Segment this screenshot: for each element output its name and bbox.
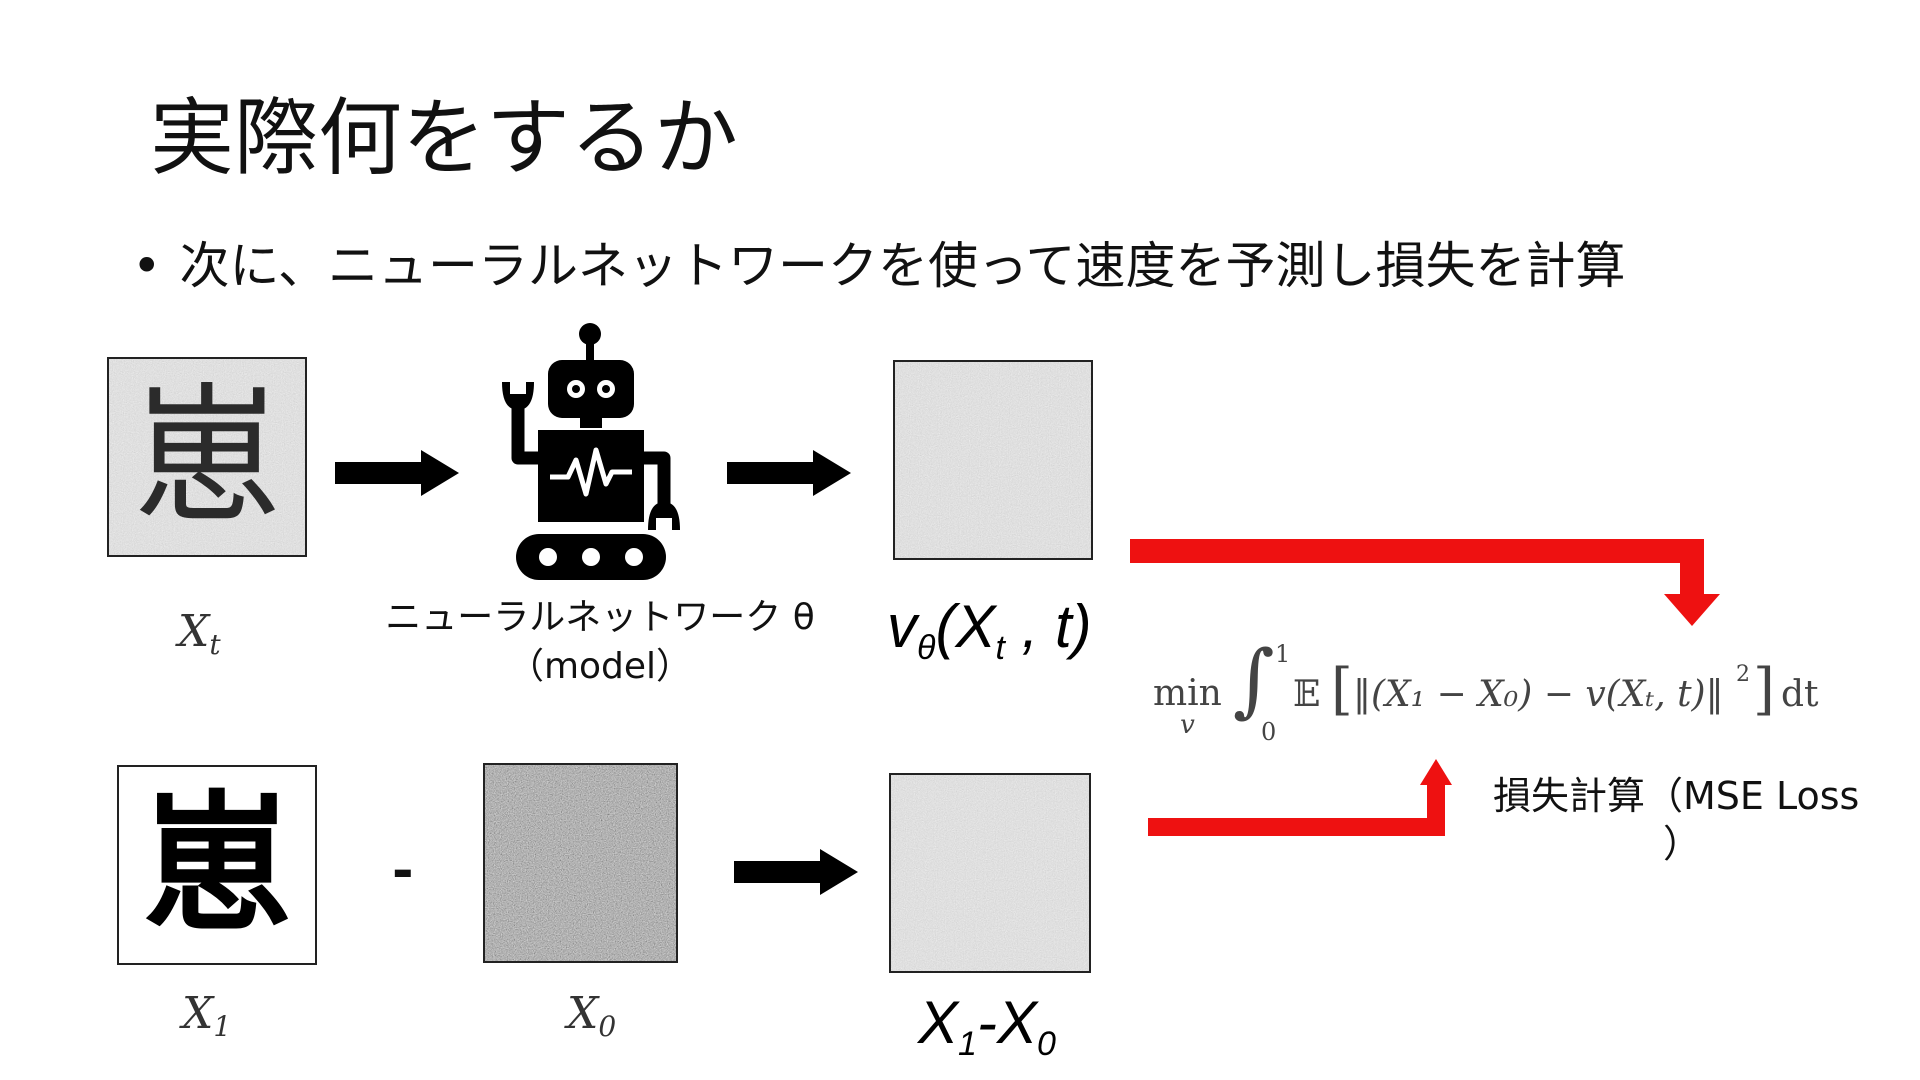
nn-sublabel: （model） bbox=[507, 646, 693, 687]
slide-title: 実際何をするか bbox=[150, 89, 739, 187]
x1-image: 崽 bbox=[117, 765, 317, 965]
x-subscript: t bbox=[995, 629, 1005, 667]
diff-x1-sub: 1 bbox=[958, 1025, 977, 1063]
formula-body: (X₁ − X₀) − v(Xₜ, t) bbox=[1371, 674, 1706, 715]
formula-min-sub: v bbox=[1180, 710, 1195, 740]
formula-dt: dt bbox=[1781, 674, 1819, 715]
v-theta-expression: vθ(Xt , t) bbox=[887, 592, 1092, 668]
bullet-dot: • bbox=[132, 237, 162, 295]
v-symbol: v bbox=[887, 593, 917, 660]
xt-kanji: 崽 bbox=[131, 370, 282, 544]
loss-label-line1: 損失計算（MSE Loss bbox=[1493, 774, 1860, 818]
diff-minus: - bbox=[976, 989, 997, 1056]
formula-power: 2 bbox=[1736, 662, 1750, 687]
paren-open: ( bbox=[935, 593, 956, 660]
formula-bracket-right: ] bbox=[1753, 657, 1775, 722]
t-symbol: t bbox=[1054, 593, 1072, 660]
formula-norm-close: ‖ bbox=[1705, 674, 1724, 715]
formula-int-upper: 1 bbox=[1275, 640, 1291, 668]
formula-expectation: 𝔼 bbox=[1293, 674, 1321, 715]
formula-int-lower: 0 bbox=[1261, 718, 1277, 746]
x0-label-sub: 0 bbox=[598, 1010, 617, 1043]
formula-integral-sign: ∫ bbox=[1233, 633, 1275, 726]
arrow-xt-to-nn bbox=[335, 450, 459, 496]
red-arrow-target-to-loss bbox=[1148, 759, 1452, 836]
x1-kanji: 崽 bbox=[141, 778, 292, 952]
x1-minus-x0-expression: X1-X0 bbox=[918, 988, 1056, 1064]
comma: , bbox=[1004, 593, 1055, 660]
formula-norm-open: ‖ bbox=[1353, 674, 1371, 715]
arrow-diff-to-target bbox=[734, 849, 858, 895]
robot-icon bbox=[502, 323, 680, 580]
formula-norm: ‖(X₁ − X₀) − v(Xₜ, t)‖ bbox=[1353, 674, 1724, 715]
xt-image: 崽 bbox=[107, 357, 307, 557]
xt-noise bbox=[109, 359, 305, 555]
loss-label: 損失計算（MSE Loss ） bbox=[1493, 773, 1859, 868]
x-symbol: X bbox=[955, 593, 996, 660]
x1-label-base: X bbox=[182, 988, 214, 1039]
xt-label-sub: t bbox=[209, 628, 221, 661]
diff-x1-base: X bbox=[918, 989, 959, 1056]
x0-noise bbox=[485, 765, 676, 961]
nn-label: ニューラルネットワーク θ bbox=[385, 597, 815, 638]
target-velocity-noise bbox=[891, 775, 1089, 971]
loss-label-line2: ） bbox=[1663, 821, 1702, 866]
x0-image bbox=[483, 763, 678, 963]
arrow-nn-to-v bbox=[727, 450, 851, 496]
formula-min-text: min bbox=[1153, 673, 1222, 714]
paren-close: ) bbox=[1071, 593, 1092, 660]
xt-label-base: X bbox=[178, 606, 210, 657]
diff-x0-sub: 0 bbox=[1036, 1025, 1056, 1063]
target-velocity-image bbox=[889, 773, 1091, 973]
formula-bracket-left: [ bbox=[1331, 657, 1353, 722]
xt-label: Xt bbox=[178, 606, 221, 661]
minus-sign: - bbox=[392, 841, 414, 901]
bullet-content: 次に、ニューラルネットワークを使って速度を予測し損失を計算 bbox=[179, 237, 1626, 295]
red-arrow-prediction-to-loss bbox=[1130, 539, 1720, 626]
x0-label-base: X bbox=[567, 988, 599, 1039]
x1-label-sub: 1 bbox=[213, 1010, 232, 1043]
theta-subscript: θ bbox=[917, 629, 936, 667]
bullet-text: • 次に、ニューラルネットワークを使って速度を予測し損失を計算 bbox=[132, 236, 1626, 296]
x0-label: X0 bbox=[567, 988, 616, 1043]
diff-x0-base: X bbox=[996, 989, 1037, 1056]
v-prediction-noise bbox=[895, 362, 1091, 558]
formula-min: min v bbox=[1153, 673, 1222, 740]
x1-label: X1 bbox=[182, 988, 231, 1043]
loss-formula: min v ∫ 1 0 𝔼 [ ‖(X₁ − X₀) − v(Xₜ, t)‖ 2… bbox=[1153, 640, 1843, 750]
v-prediction-image bbox=[893, 360, 1093, 560]
